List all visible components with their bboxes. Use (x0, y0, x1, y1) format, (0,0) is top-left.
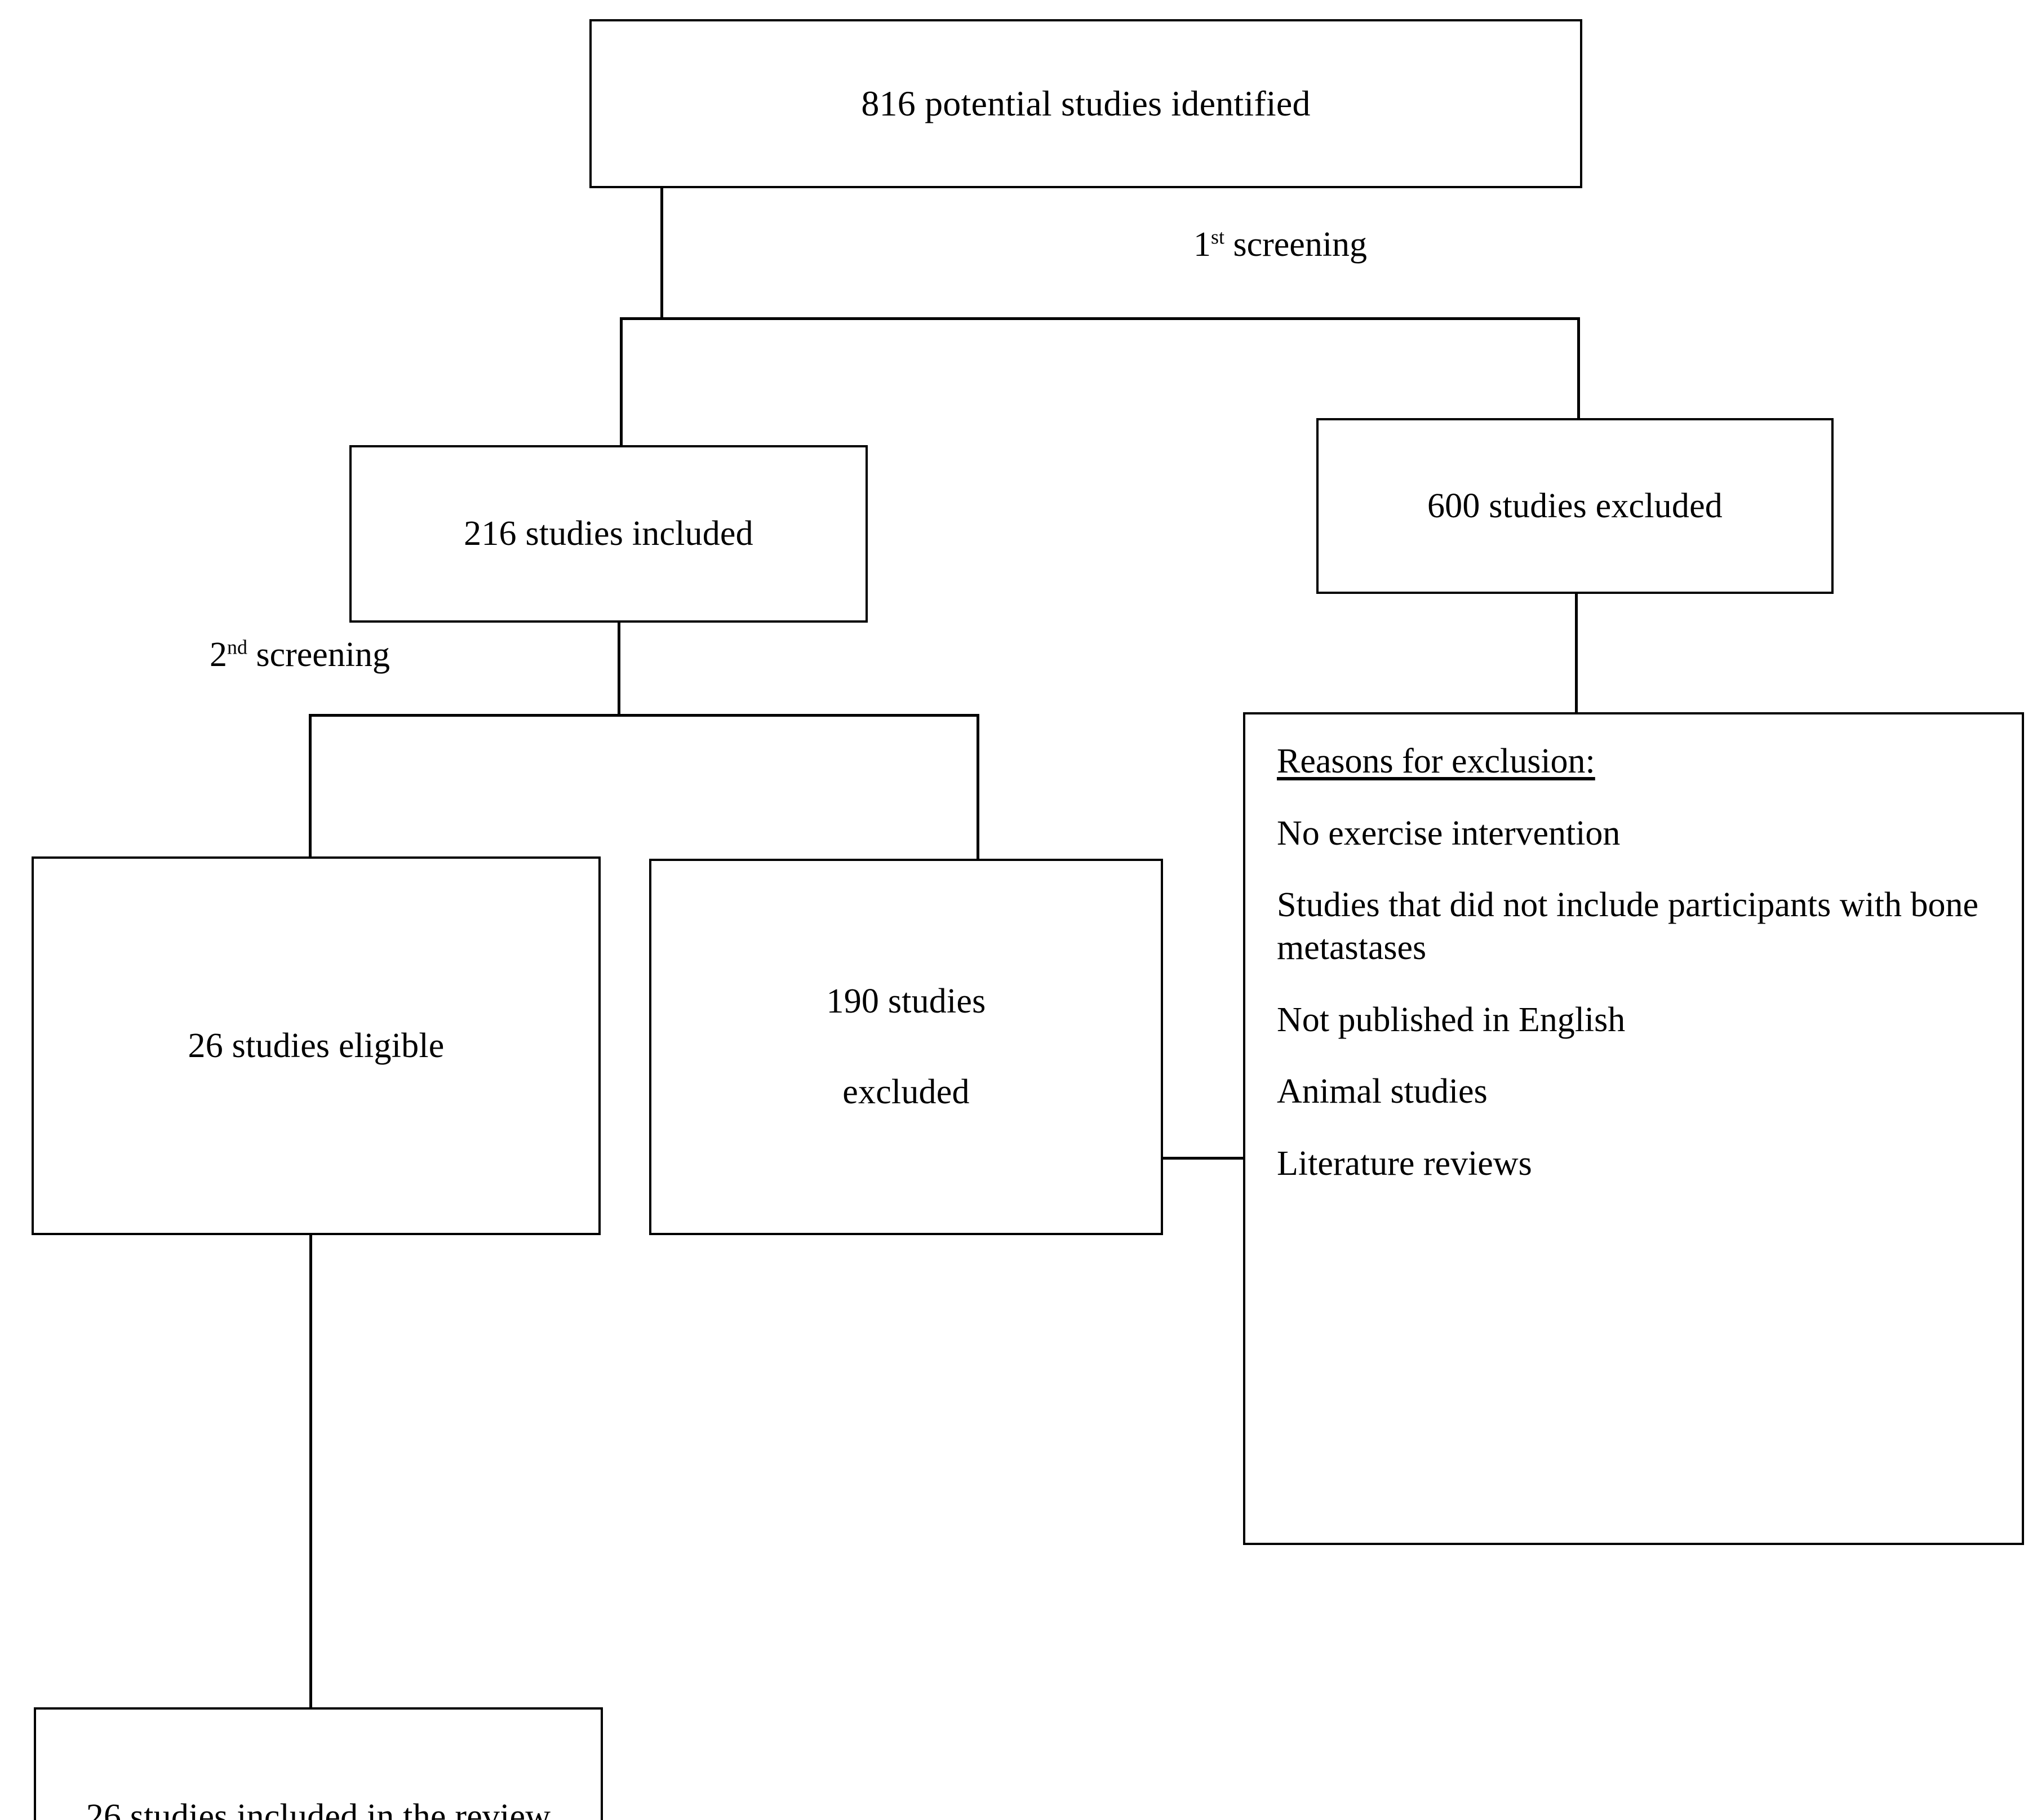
connector-excluded-first-to-reasons (1575, 593, 1578, 714)
edge-label-first-screening: 1st screening (1193, 225, 1367, 264)
connector-eligible-to-final (309, 1233, 312, 1710)
connector-split2-to-excluded-second (977, 714, 979, 860)
first-screening-suffix: st (1211, 225, 1224, 248)
node-studies-included: 216 studies included (349, 445, 868, 623)
connector-identified-to-split (660, 188, 663, 319)
node-label: 26 studies included in the review (86, 1797, 551, 1820)
node-label: 816 potential studies identified (861, 83, 1311, 124)
connector-included-to-split2 (618, 580, 620, 716)
first-screening-text: screening (1224, 225, 1368, 264)
node-label: 26 studies eligible (188, 1026, 445, 1065)
reasons-list: No exercise intervention Studies that di… (1277, 813, 2022, 1186)
second-screening-ordinal: 2 (210, 636, 227, 674)
connector-second-screening-bar (309, 714, 979, 717)
reason-item: Literature reviews (1277, 1144, 1532, 1183)
edge-label-second-screening: 2nd screening (210, 636, 390, 674)
connector-split2-to-eligible (309, 714, 312, 858)
node-reasons-for-exclusion: Reasons for exclusion: No exercise inter… (1243, 712, 2024, 1545)
reason-item: Studies that did not include participant… (1277, 886, 1978, 967)
node-studies-excluded-first-screening: 600 studies excluded (1316, 418, 1834, 594)
connector-first-screening-bar (620, 317, 1580, 320)
reason-item: Not published in English (1277, 1000, 1626, 1039)
reason-item: Animal studies (1277, 1072, 1488, 1111)
node-studies-eligible: 26 studies eligible (32, 856, 601, 1235)
node-potential-studies-identified: 816 potential studies identified (589, 19, 1582, 188)
reasons-title: Reasons for exclusion: (1277, 742, 1595, 780)
reason-item: No exercise intervention (1277, 814, 1621, 853)
second-screening-suffix: nd (227, 636, 247, 659)
node-label: 600 studies excluded (1427, 486, 1723, 525)
node-label: 216 studies included (464, 514, 753, 553)
connector-split1-to-excluded-first (1577, 317, 1580, 420)
connector-split1-to-included (620, 317, 623, 446)
node-studies-included-in-review: 26 studies included in the review (34, 1707, 603, 1820)
first-screening-ordinal: 1 (1193, 225, 1211, 264)
second-screening-text: screening (247, 636, 390, 674)
connector-excluded-second-to-reasons (1161, 1157, 1245, 1160)
